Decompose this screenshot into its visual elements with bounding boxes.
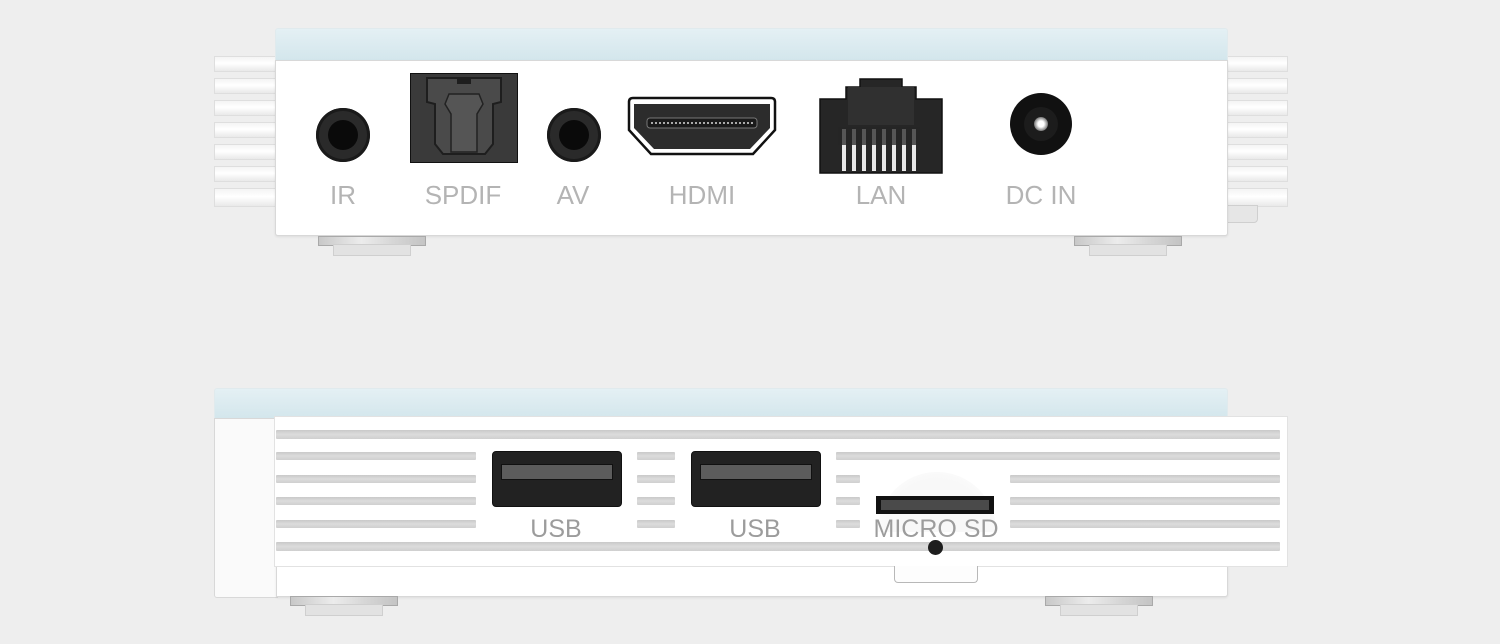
hdmi-connector-icon bbox=[625, 96, 779, 158]
rj45-icon bbox=[818, 77, 944, 175]
usb-1-label: USB bbox=[530, 515, 582, 543]
reset-hole-icon[interactable] bbox=[928, 540, 943, 555]
optical-toslink-icon bbox=[410, 73, 518, 163]
top-cap bbox=[275, 28, 1228, 62]
ir-label: IR bbox=[330, 180, 356, 210]
hdmi-label: HDMI bbox=[668, 180, 736, 210]
barrel-jack-icon bbox=[1010, 93, 1072, 155]
usb-a-icon bbox=[691, 451, 821, 507]
av-jack-icon bbox=[547, 108, 601, 162]
ir-jack-icon bbox=[316, 108, 370, 162]
av-label: AV bbox=[556, 180, 590, 210]
spdif-label: SPDIF bbox=[424, 180, 502, 210]
usb-a-icon bbox=[492, 451, 622, 507]
device-body bbox=[276, 565, 1228, 597]
dc-in-label: DC IN bbox=[1005, 180, 1077, 210]
bottom-tab bbox=[894, 566, 978, 583]
usb-2-label: USB bbox=[729, 515, 781, 543]
microsd-label: MICRO SD bbox=[873, 515, 999, 543]
microsd-slot-icon bbox=[876, 496, 994, 514]
side-block bbox=[214, 418, 278, 598]
lan-label: LAN bbox=[855, 180, 907, 210]
